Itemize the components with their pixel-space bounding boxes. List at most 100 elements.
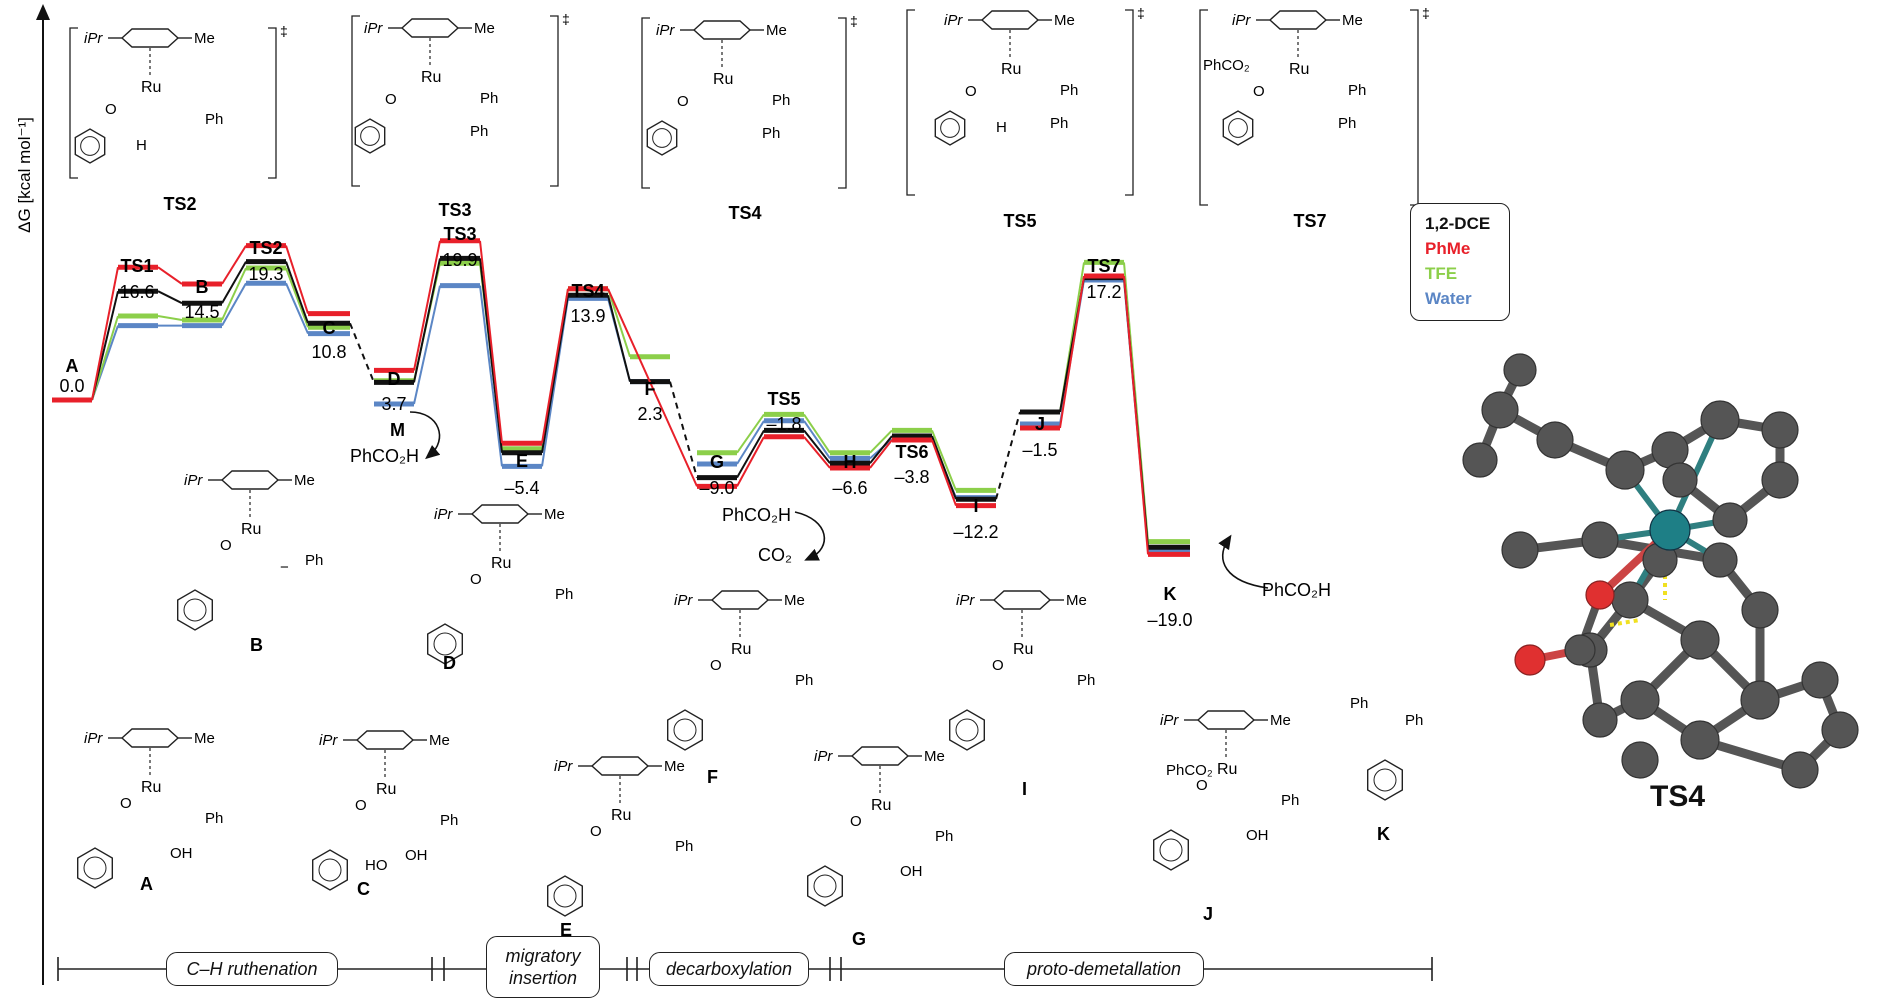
structure-caption: J xyxy=(1203,904,1213,924)
y-axis-arrow xyxy=(36,4,50,20)
model-atom-carbon xyxy=(1621,741,1659,779)
ru-text: Ru xyxy=(713,71,733,88)
phenyl-ring-inner xyxy=(1373,768,1397,792)
structure-caption: K xyxy=(1377,824,1390,844)
benzo-ring-inner xyxy=(360,126,380,146)
ts-caption: TS4 xyxy=(728,203,761,223)
state-energy: 14.5 xyxy=(184,302,219,322)
model-atom-carbon xyxy=(1801,661,1839,699)
dagger: ‡ xyxy=(850,13,858,29)
legend-entry-dce: 1,2-DCE xyxy=(1425,214,1491,233)
o-text: O xyxy=(850,813,862,830)
ipr-text: iPr xyxy=(554,758,573,775)
model-atom-carbon xyxy=(1741,591,1779,629)
model-atom-carbon xyxy=(1481,391,1519,429)
connector xyxy=(869,435,893,464)
ru-text: Ru xyxy=(376,781,396,798)
connector xyxy=(285,261,309,324)
cymene-ring xyxy=(400,18,460,38)
ipr-text: iPr xyxy=(434,506,453,523)
o-text: O xyxy=(590,823,602,840)
cymene-ring xyxy=(1196,710,1256,730)
series-water xyxy=(52,277,1190,553)
ipr-text: iPr xyxy=(319,732,338,749)
connector xyxy=(91,267,119,401)
o-text: O xyxy=(992,657,1004,674)
connector xyxy=(869,429,893,454)
phco2-text: PhCO₂ xyxy=(1203,57,1250,74)
ru-text: Ru xyxy=(1013,641,1033,658)
structure-caption: A xyxy=(140,874,153,894)
model-bond xyxy=(1609,618,1641,627)
cymene-ring xyxy=(120,728,180,748)
ru-text: Ru xyxy=(141,79,161,96)
o-text: O xyxy=(1253,83,1265,100)
state-name: TS4 xyxy=(571,281,604,301)
state-energy: –5.4 xyxy=(504,478,539,498)
connector xyxy=(541,295,569,453)
series-tfe xyxy=(52,259,1190,545)
o-text: O xyxy=(1196,777,1208,794)
benzo-ring xyxy=(176,589,214,631)
connector xyxy=(479,285,503,467)
m-curved-arrow xyxy=(409,411,441,460)
cymene-ring xyxy=(1268,10,1328,30)
state-name: TS2 xyxy=(249,238,282,258)
benzo-ring-inner xyxy=(83,856,107,880)
h-text: H xyxy=(136,137,147,154)
state-name: K xyxy=(1164,584,1177,604)
ts-caption: TS5 xyxy=(1003,211,1036,231)
model-atom-carbon xyxy=(1702,542,1738,578)
benzo-ring xyxy=(646,120,678,156)
cymene-ring xyxy=(120,28,180,48)
phase-label-migratory-insertion: migratory insertion xyxy=(486,936,600,998)
state-energy: –12.2 xyxy=(953,522,998,542)
o-text: O xyxy=(710,657,722,674)
ho-text: HO xyxy=(365,857,388,874)
ru-text: Ru xyxy=(241,521,261,538)
o-text: O xyxy=(105,101,117,118)
o-text: O xyxy=(220,537,232,554)
state-energy: 19.3 xyxy=(248,264,283,284)
me-text: Me xyxy=(474,20,495,37)
ph-text: Ph xyxy=(1050,115,1068,132)
connector xyxy=(221,245,247,285)
me-text: Me xyxy=(924,748,945,765)
connector xyxy=(803,420,831,459)
model-atom-carbon xyxy=(1611,581,1649,619)
structure-caption: E xyxy=(560,920,572,940)
benzo-ring xyxy=(74,128,106,164)
model-atom-carbon xyxy=(1700,400,1740,440)
structure-caption: F xyxy=(707,767,718,787)
phco2h-label: PhCO₂H xyxy=(1262,580,1331,600)
dagger: ‡ xyxy=(280,23,288,39)
oh-text: OH xyxy=(405,847,428,864)
me-text: Me xyxy=(294,472,315,489)
o-text: O xyxy=(677,93,689,110)
o-text: O xyxy=(470,571,482,588)
ipr-text: iPr xyxy=(1160,712,1179,729)
state-name: H xyxy=(844,452,857,472)
ph-text: Ph xyxy=(1348,82,1366,99)
structure-caption: B xyxy=(250,635,263,655)
state-name: D xyxy=(388,369,401,389)
cymene-ring xyxy=(710,590,770,610)
me-text: Me xyxy=(194,30,215,47)
charge-text: − xyxy=(280,559,289,576)
connector xyxy=(157,315,183,321)
j-curved-arrow xyxy=(1218,534,1269,589)
structure-caption: I xyxy=(1022,779,1027,799)
ph-text: Ph xyxy=(762,125,780,142)
me-text: Me xyxy=(664,758,685,775)
o-text: O xyxy=(385,91,397,108)
oh-text: OH xyxy=(1246,827,1269,844)
me-text: Me xyxy=(1066,592,1087,609)
ru-text: Ru xyxy=(141,779,161,796)
ru-text: Ru xyxy=(421,69,441,86)
ph-text: Ph xyxy=(305,552,323,569)
h-text: H xyxy=(996,119,1007,136)
ph-text: Ph xyxy=(205,111,223,128)
